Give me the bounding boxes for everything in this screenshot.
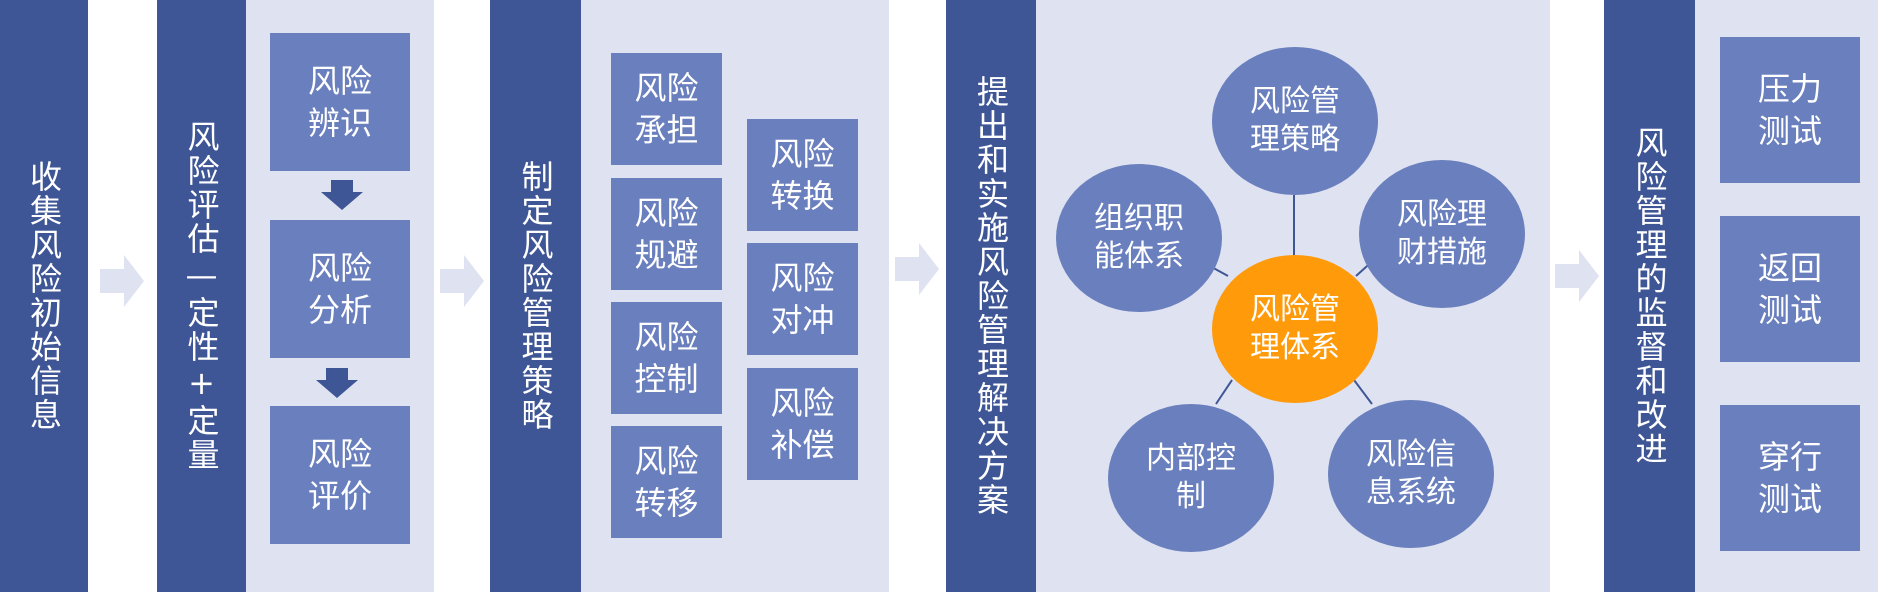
risk-assessment-panel: 风险 辨识 风险 分析 风险 评价 — [246, 0, 434, 592]
node-info-system: 风险信 息系统 — [1328, 400, 1494, 548]
flow-arrow-2-icon — [440, 255, 484, 307]
strategy-control: 风险 控制 — [611, 302, 722, 414]
strategy-compensate: 风险 补偿 — [747, 368, 858, 480]
test-stress: 压力 测试 — [1720, 37, 1860, 183]
step-identify: 风险 辨识 — [270, 33, 410, 171]
test-backtest: 返回 测试 — [1720, 216, 1860, 362]
stage-collect-info: 收集风险初始信息 — [0, 0, 88, 592]
stage-monitor-label: 风险管理的监督和改进 — [1630, 126, 1669, 466]
strategy-accept: 风险 承担 — [611, 53, 722, 165]
stage-collect-info-label: 收集风险初始信息 — [25, 160, 63, 432]
step-analyze: 风险 分析 — [270, 220, 410, 358]
down-arrow-2-icon — [316, 368, 358, 398]
connector-lines — [1207, 195, 1377, 405]
node-risk-management-system: 风险管 理体系 — [1212, 255, 1378, 403]
strategy-transfer: 风险 转移 — [611, 426, 722, 538]
stage-monitor: 风险管理的监督和改进 — [1604, 0, 1695, 592]
strategy-avoid: 风险 规避 — [611, 178, 722, 290]
flow-arrow-4-icon — [1555, 250, 1599, 302]
node-org-function: 组织职 能体系 — [1056, 164, 1222, 312]
stage-strategy-label: 制定风险管理策略 — [516, 160, 555, 432]
step-evaluate: 风险 评价 — [270, 406, 410, 544]
strategy-hedge: 风险 对冲 — [747, 243, 858, 355]
strategy-convert: 风险 转换 — [747, 119, 858, 231]
stage-strategy: 制定风险管理策略 — [490, 0, 581, 592]
flow-arrow-1-icon — [100, 255, 144, 307]
testing-panel: 压力 测试 返回 测试 穿行 测试 — [1695, 0, 1878, 592]
stage-risk-assessment-label: 风险评估—定性+定量 — [182, 120, 221, 472]
strategy-panel: 风险 承担 风险 规避 风险 控制 风险 转移 风险 转换 风险 对冲 风险 补… — [581, 0, 889, 592]
stage-implement-label: 提出和实施风险管理解决方案 — [972, 75, 1010, 517]
stage-risk-assessment: 风险评估—定性+定量 — [157, 0, 246, 592]
test-walkthrough: 穿行 测试 — [1720, 405, 1860, 551]
management-system-panel: 风险管 理策略 风险理 财措施 风险信 息系统 内部控 制 组织职 能体系 风险… — [1036, 0, 1550, 592]
stage-implement: 提出和实施风险管理解决方案 — [946, 0, 1036, 592]
flow-arrow-3-icon — [895, 243, 939, 295]
node-finance-measures: 风险理 财措施 — [1359, 160, 1525, 308]
node-risk-strategy: 风险管 理策略 — [1212, 47, 1378, 195]
node-internal-control: 内部控 制 — [1108, 404, 1274, 552]
down-arrow-1-icon — [321, 180, 363, 210]
